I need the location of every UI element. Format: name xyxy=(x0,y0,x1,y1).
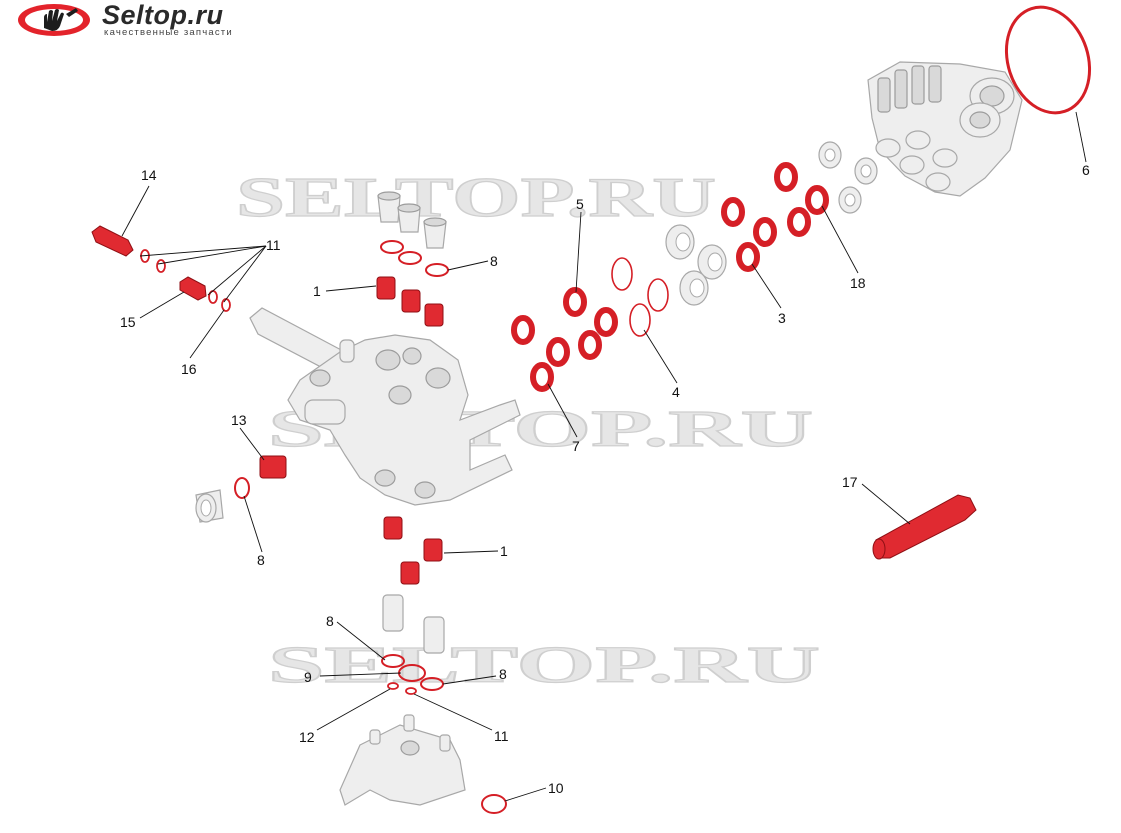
callout-18: 18 xyxy=(850,275,866,291)
pump-housing xyxy=(867,61,1023,197)
callout-8-upper: 8 xyxy=(490,253,498,269)
callout-15: 15 xyxy=(120,314,136,330)
logo-title: Seltop.ru xyxy=(102,0,224,30)
callout-7: 7 xyxy=(572,438,580,454)
callout-17: 17 xyxy=(842,474,858,490)
callout-12: 12 xyxy=(299,729,315,745)
o-ring-outlet xyxy=(481,794,507,814)
guide-bushings xyxy=(818,141,878,214)
valves-lower xyxy=(383,516,443,585)
callout-1-lower: 1 xyxy=(500,543,508,559)
callout-1-upper: 1 xyxy=(313,283,321,299)
logo: Seltop.ru качественные запчасти xyxy=(14,0,294,38)
callout-14: 14 xyxy=(141,167,157,183)
valve-caps-top xyxy=(377,191,447,249)
o-ring-large xyxy=(1004,5,1092,115)
callout-8-lower-right: 8 xyxy=(499,666,507,682)
seals-left-cluster xyxy=(511,287,618,392)
watermark-top: SELTOP.RU xyxy=(236,167,716,229)
callout-9: 9 xyxy=(304,669,312,685)
callout-5: 5 xyxy=(576,196,584,212)
callout-11-lower: 11 xyxy=(494,728,509,744)
callout-16: 16 xyxy=(181,361,197,377)
watermark-bottom: SELTOP.RU xyxy=(268,637,820,694)
bottom-manifold xyxy=(339,714,466,806)
callout-11-upper: 11 xyxy=(266,237,281,253)
callout-6: 6 xyxy=(1082,162,1090,178)
valve-body xyxy=(249,307,521,506)
callout-8-side: 8 xyxy=(257,552,265,568)
callout-13: 13 xyxy=(231,412,247,428)
check-valve-pin xyxy=(179,276,231,312)
lower-valve-guides xyxy=(382,594,445,654)
o-rings-lower xyxy=(381,654,444,695)
logo-tagline: качественные запчасти xyxy=(104,27,233,38)
valves-upper xyxy=(376,276,444,327)
piston-rod xyxy=(872,494,977,560)
callout-labels: 14 11 15 16 1 8 5 4 7 3 18 6 13 8 1 17 8… xyxy=(120,162,1090,796)
callout-10: 10 xyxy=(548,780,564,796)
pressure-sleeves xyxy=(665,224,727,306)
leader-lines xyxy=(121,111,1087,802)
seals-right-cluster xyxy=(721,162,829,272)
adjuster-screw xyxy=(91,225,166,273)
valve-side-assembly xyxy=(195,455,287,523)
logo-hand-icon xyxy=(18,4,90,36)
callout-4: 4 xyxy=(672,384,680,400)
callout-8-lower-left: 8 xyxy=(326,613,334,629)
callout-3: 3 xyxy=(778,310,786,326)
o-rings-thin xyxy=(611,257,669,337)
